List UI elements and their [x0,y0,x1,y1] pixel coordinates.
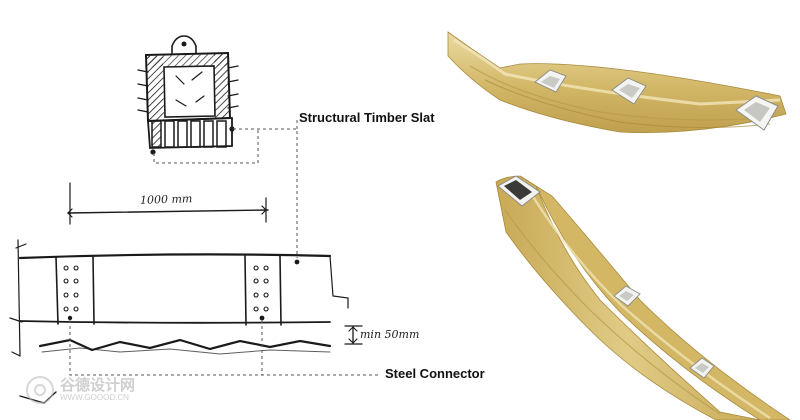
steel-connector-label: Steel Connector [385,366,485,381]
steel-connector-render [611,77,647,105]
timber-slat-render-diagonal [495,175,791,420]
timber-slat-label: Structural Timber Slat [299,110,435,125]
timber-slat-section-sketch [137,35,239,155]
leader-lines [153,119,298,258]
dimension-1000-label: 1000 mm [139,192,193,207]
steel-connector-render [689,357,715,379]
timber-slat-render-horizontal [447,31,787,134]
watermark-chinese: 谷德设计网 [60,375,136,394]
gooood-logo-icon [26,376,54,404]
min-clearance-label: min 50mm [360,328,420,341]
steel-connector-render [534,69,567,93]
steel-connector-leader [69,320,380,376]
watermark-english: WWW.GOOOD.CN [60,392,129,402]
steel-connector-render [613,285,641,307]
steel-connector-render [735,95,779,131]
elevation-sketch [9,182,363,404]
steel-connector-render [497,175,541,207]
watermark: 谷德设计网 WWW.GOOOD.CN [26,372,135,408]
